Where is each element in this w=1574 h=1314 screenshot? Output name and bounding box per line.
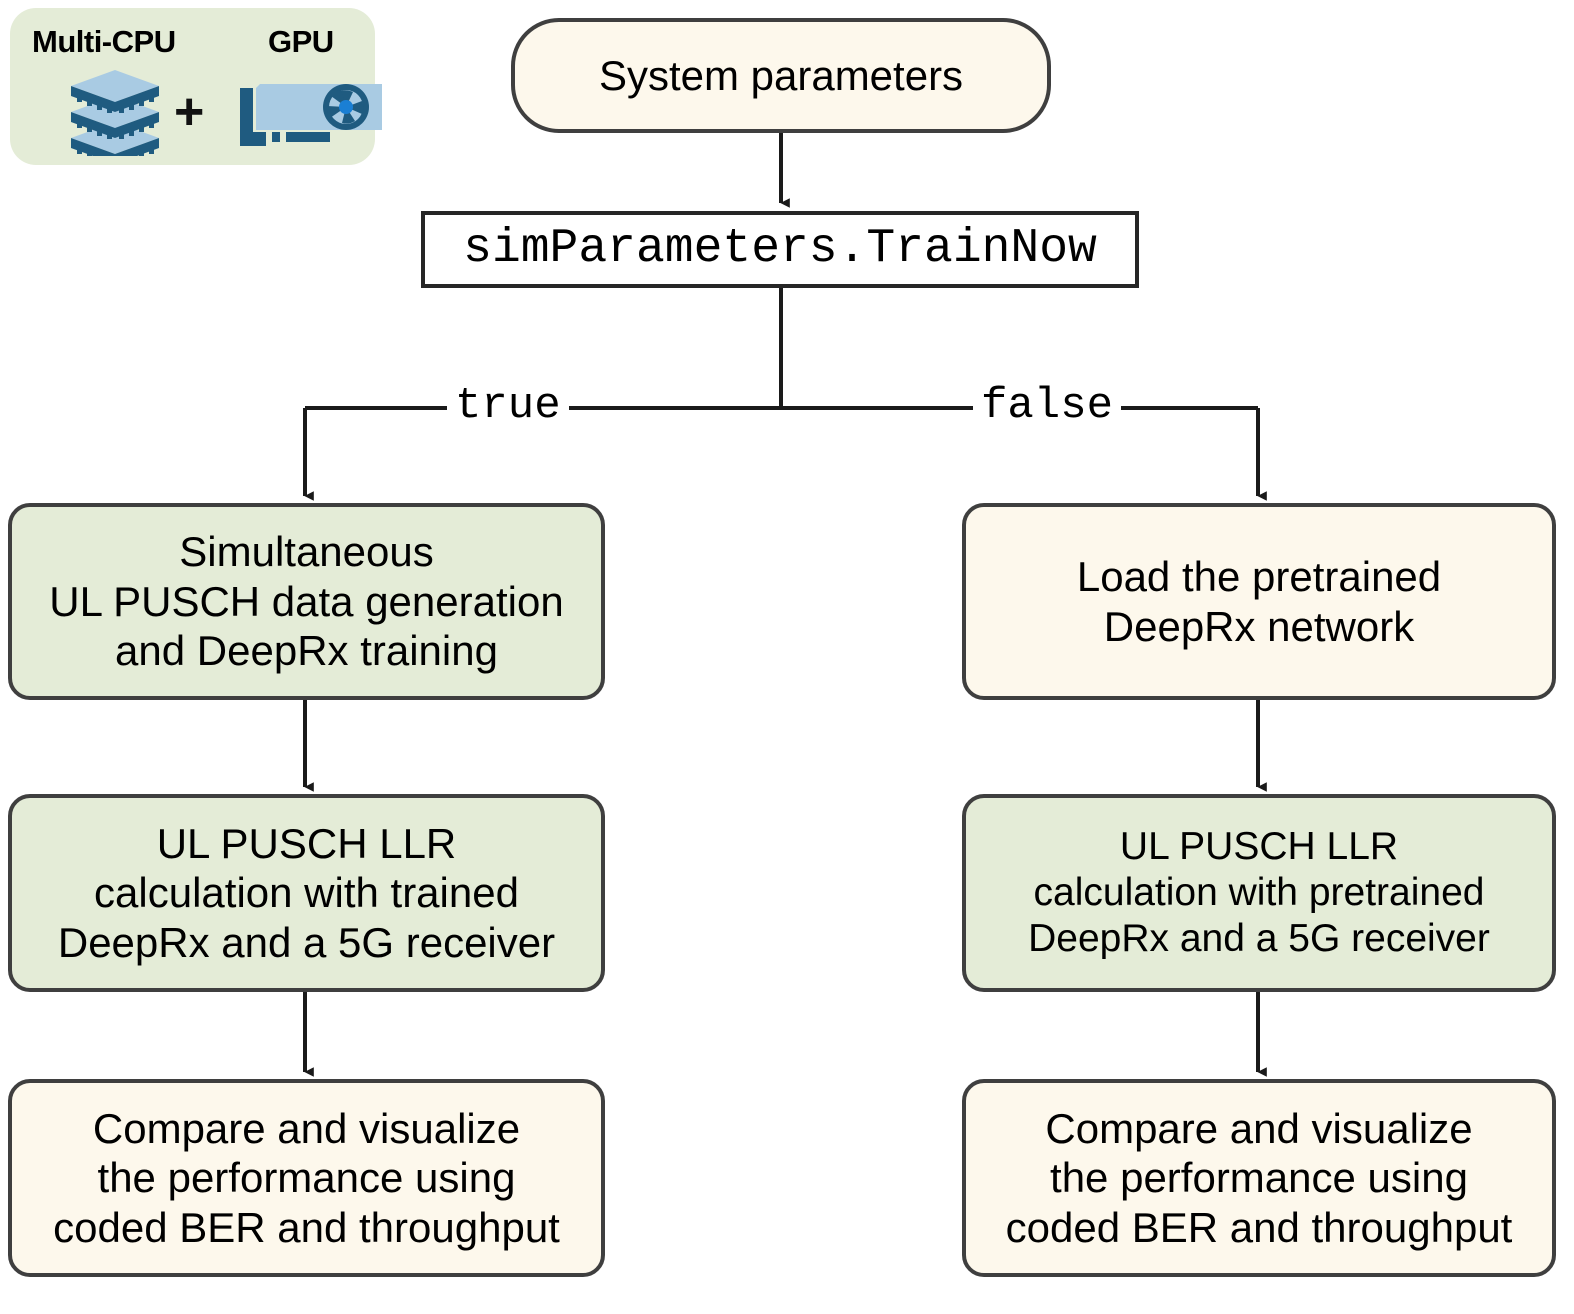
node-right-2-label: UL PUSCH LLR calculation with pretrained… [1028, 824, 1490, 960]
cpu-stack-icon [65, 70, 165, 165]
gpu-card-icon [236, 74, 384, 167]
legend-cpu-label: Multi-CPU [32, 24, 176, 59]
node-left-3-compare-visualize[interactable]: Compare and visualize the performance us… [8, 1079, 605, 1277]
node-right-2-llr-pretrained[interactable]: UL PUSCH LLR calculation with pretrained… [962, 794, 1556, 992]
plus-icon: + [174, 83, 205, 141]
node-right-1-label: Load the pretrained DeepRx network [1076, 552, 1442, 650]
node-left-1-simultaneous-training[interactable]: Simultaneous UL PUSCH data generation an… [8, 503, 605, 700]
branch-label-true: true [447, 381, 569, 431]
node-right-3-compare-visualize[interactable]: Compare and visualize the performance us… [962, 1079, 1556, 1277]
node-left-1-label: Simultaneous UL PUSCH data generation an… [49, 528, 564, 675]
legend-gpu-label: GPU [268, 24, 334, 59]
node-right-1-load-pretrained[interactable]: Load the pretrained DeepRx network [962, 503, 1556, 700]
node-system-parameters[interactable]: System parameters [511, 18, 1051, 133]
node-decision-trainnow[interactable]: simParameters.TrainNow [421, 211, 1139, 288]
node-left-2-label: UL PUSCH LLR calculation with trained De… [57, 819, 556, 966]
node-left-3-label: Compare and visualize the performance us… [53, 1104, 560, 1251]
hardware-legend-panel: Multi-CPU GPU [10, 8, 382, 165]
node-decision-trainnow-label: simParameters.TrainNow [463, 222, 1097, 277]
node-system-parameters-label: System parameters [598, 51, 964, 99]
branch-label-false: false [973, 381, 1122, 431]
node-right-3-label: Compare and visualize the performance us… [1005, 1104, 1513, 1251]
node-left-2-llr-trained[interactable]: UL PUSCH LLR calculation with trained De… [8, 794, 605, 992]
